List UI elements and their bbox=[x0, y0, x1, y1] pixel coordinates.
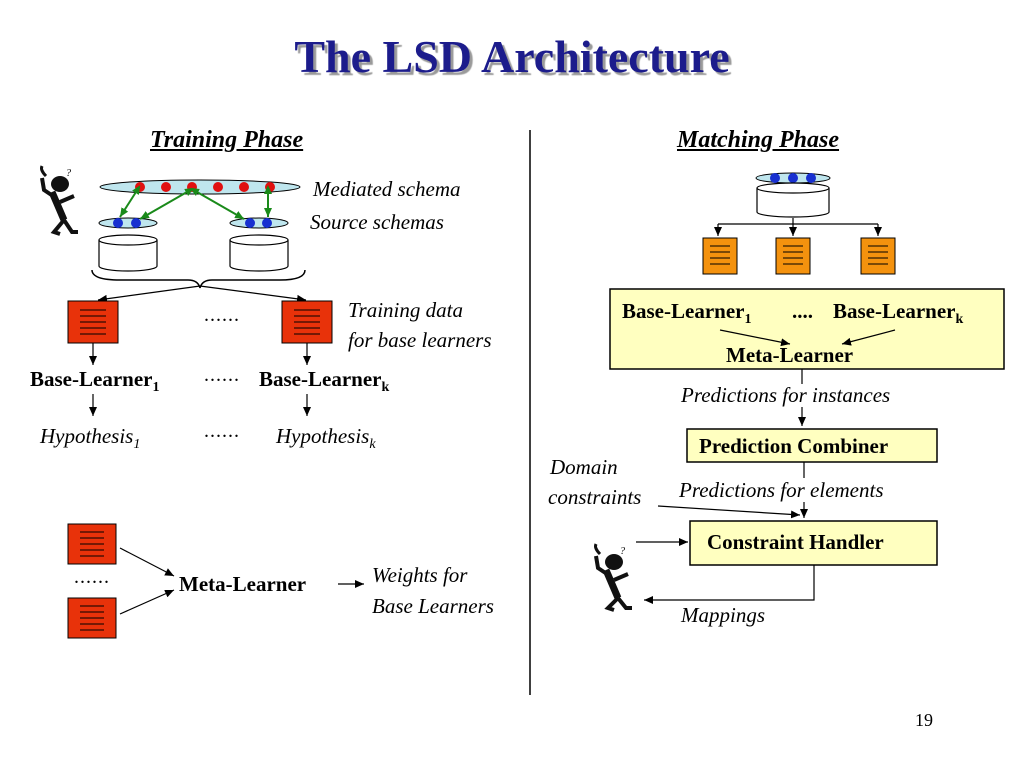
user-thinking-icon: ? bbox=[594, 543, 632, 612]
domain-constraints-label-2: constraints bbox=[548, 485, 642, 509]
domain-constraints-label-1: Domain bbox=[550, 455, 618, 479]
learner-doc-icon-1 bbox=[67, 300, 119, 344]
thinking-person-icon: ? bbox=[40, 165, 78, 236]
matching-base-learner-k-label: Base-Learnerk bbox=[833, 299, 964, 328]
dots-separator: ...... bbox=[204, 364, 240, 386]
learners-box bbox=[609, 288, 1005, 370]
schema-mappings bbox=[119, 185, 272, 220]
weights-label-1: Weights for bbox=[372, 563, 468, 587]
constraint-handler-label: Constraint Handler bbox=[707, 530, 884, 554]
training-data-label-1: Training data bbox=[348, 298, 463, 322]
base-learner-k-label: Base-Learnerk bbox=[259, 367, 390, 396]
hypothesis-k-label: Hypothesisk bbox=[276, 424, 376, 453]
svg-text:?: ? bbox=[620, 546, 625, 557]
page-number: 19 bbox=[915, 710, 933, 730]
dots-separator: ...... bbox=[204, 420, 240, 442]
brace bbox=[91, 269, 306, 289]
learner-doc-icon-meta-2 bbox=[67, 597, 117, 639]
constraint-handler-box bbox=[689, 520, 938, 566]
learner-doc-icon-meta-1 bbox=[67, 523, 117, 565]
mediated-schema bbox=[99, 179, 301, 195]
page-title: The LSD Architecture bbox=[294, 31, 730, 82]
svg-text:?: ? bbox=[66, 168, 71, 179]
database-icon-matching bbox=[756, 182, 830, 218]
dots-separator: ...... bbox=[74, 566, 110, 588]
weights-label-2: Base Learners bbox=[372, 594, 494, 618]
database-icon-2 bbox=[229, 234, 289, 272]
mappings-label: Mappings bbox=[681, 603, 765, 627]
base-learner-1-label: Base-Learner1 bbox=[30, 367, 160, 396]
matching-base-learner-1-label: Base-Learner1 bbox=[622, 299, 752, 328]
learner-doc-icon-orange-3 bbox=[860, 237, 896, 275]
meta-learner-label: Meta-Learner bbox=[179, 572, 307, 596]
training-data-label-2: for base learners bbox=[348, 328, 492, 352]
hypothesis-1-label: Hypothesis1 bbox=[40, 424, 141, 453]
matching-phase-heading: Matching Phase bbox=[677, 127, 840, 153]
database-icon-1 bbox=[98, 234, 158, 272]
training-phase-heading: Training Phase bbox=[150, 127, 304, 153]
predictions-instances-label: Predictions for instances bbox=[681, 383, 891, 407]
mediated-schema-matching bbox=[755, 172, 831, 184]
source-schema-2 bbox=[229, 217, 289, 229]
learner-doc-icon-k bbox=[281, 300, 333, 344]
predictions-elements-label: Predictions for elements bbox=[679, 478, 884, 502]
prediction-combiner-label: Prediction Combiner bbox=[699, 434, 889, 458]
source-schemas-label: Source schemas bbox=[310, 210, 444, 234]
matching-dots: .... bbox=[792, 299, 813, 323]
matching-meta-learner-label: Meta-Learner bbox=[726, 343, 854, 367]
learner-doc-icon-orange-1 bbox=[702, 237, 738, 275]
mediated-schema-label: Mediated schema bbox=[313, 177, 461, 201]
prediction-combiner-box bbox=[686, 428, 938, 463]
dots-separator: ...... bbox=[204, 304, 240, 326]
source-schema-1 bbox=[98, 217, 158, 229]
learner-doc-icon-orange-2 bbox=[775, 237, 811, 275]
